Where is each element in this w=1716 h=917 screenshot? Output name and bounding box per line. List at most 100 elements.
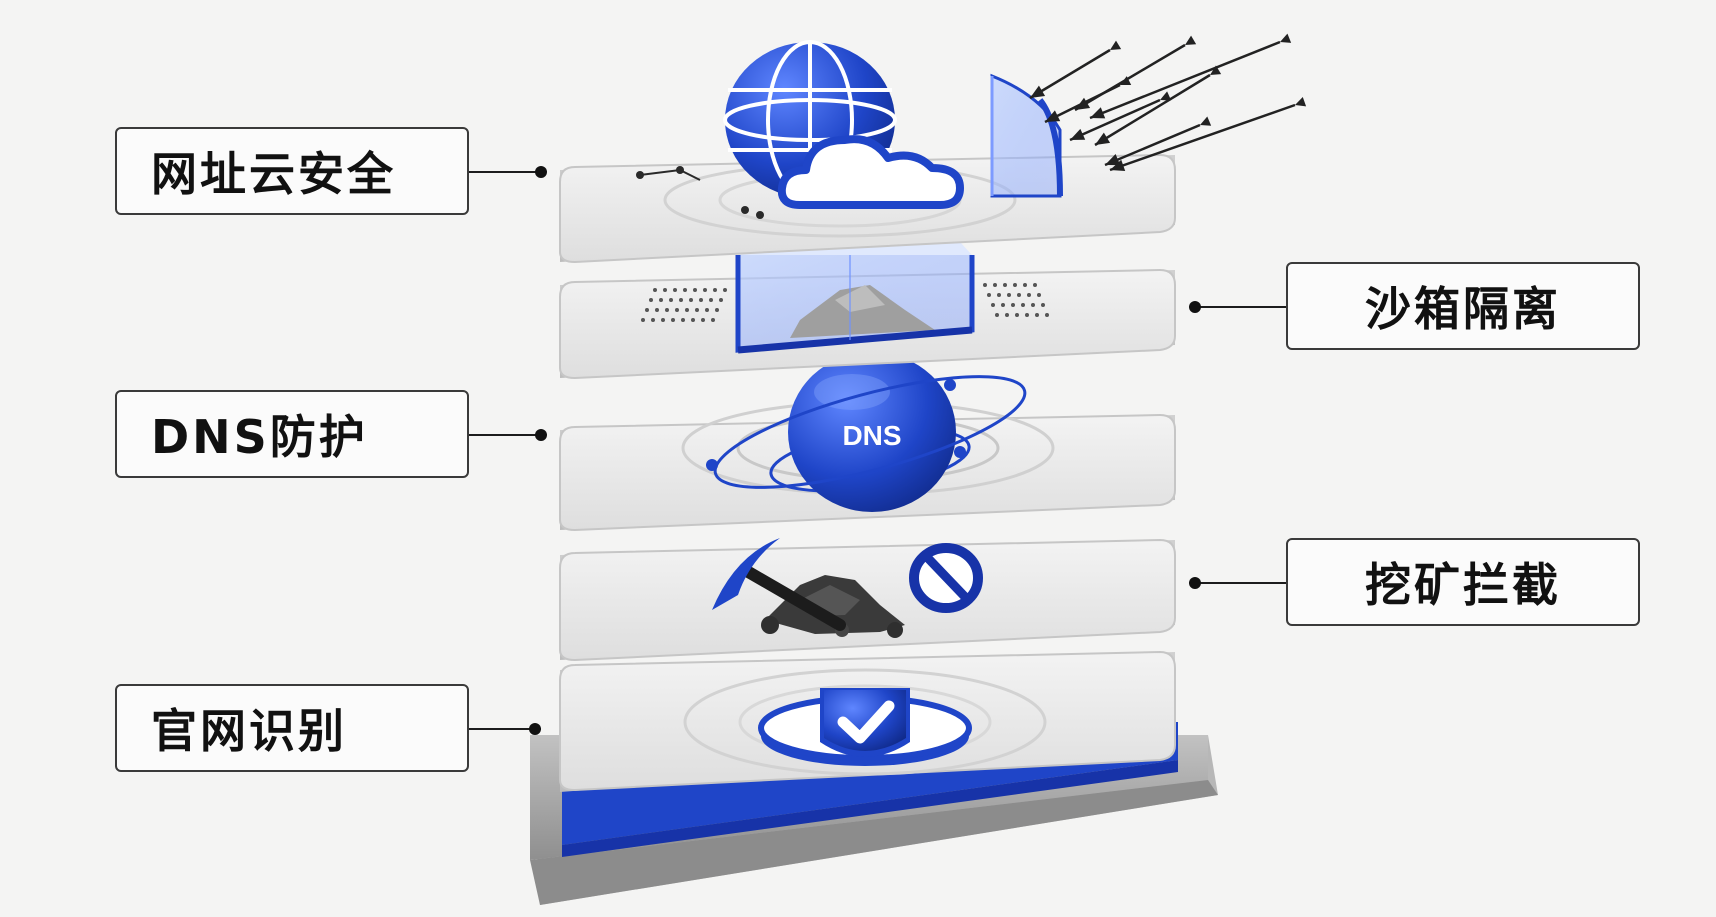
grid-dot	[713, 288, 717, 292]
attack-arrow-shaft	[1069, 98, 1161, 142]
grid-dot	[723, 288, 727, 292]
leader-line-official-site-recognition	[469, 728, 541, 730]
cloud-icon	[777, 135, 964, 209]
prohibited-sign-icon	[909, 543, 983, 613]
grid-dot	[711, 318, 715, 322]
leader-dot-mining-block	[1189, 577, 1201, 589]
grid-dot	[715, 308, 719, 312]
grid-dot	[997, 293, 1001, 297]
layer-label-mining-block: 挖矿拦截	[1286, 538, 1640, 626]
grid-dot	[993, 283, 997, 287]
sandbox-glass-box-icon	[735, 242, 975, 354]
grid-dot	[641, 318, 645, 322]
leader-line-sandbox-isolation	[1194, 306, 1286, 308]
grid-dot	[1003, 283, 1007, 287]
leader-line-dns-protection	[469, 434, 541, 436]
grid-dot	[693, 288, 697, 292]
leader-dot-sandbox-isolation	[1189, 301, 1201, 313]
grid-dot	[1035, 313, 1039, 317]
grid-dot	[681, 318, 685, 322]
leader-dot-dns-protection	[535, 429, 547, 441]
attack-arrow-head	[1110, 159, 1126, 172]
grid-dot	[1023, 283, 1027, 287]
leader-line-url-cloud-security	[469, 171, 541, 173]
grid-dot	[983, 283, 987, 287]
grid-dot	[1041, 303, 1045, 307]
grid-dot	[663, 288, 667, 292]
grid-dot	[1005, 313, 1009, 317]
grid-dot	[659, 298, 663, 302]
grid-dot	[995, 313, 999, 317]
attack-arrow-fletching	[1120, 76, 1132, 86]
shield-check-icon	[820, 688, 910, 757]
attack-arrow-fletching	[1110, 40, 1122, 50]
attack-arrow-fletching	[1200, 116, 1212, 126]
leader-dot-official-site-recognition	[529, 723, 541, 735]
grid-dot	[1011, 303, 1015, 307]
grid-dot	[655, 308, 659, 312]
grid-dot	[661, 318, 665, 322]
grid-dot	[701, 318, 705, 322]
layer-label-sandbox-isolation: 沙箱隔离	[1286, 262, 1640, 350]
pickaxe-icon	[712, 538, 846, 631]
attack-arrow-fletching	[1160, 91, 1172, 101]
grid-dot	[695, 308, 699, 312]
layer-label-official-site-recognition: 官网识别	[115, 684, 469, 772]
grid-dot	[651, 318, 655, 322]
attack-arrow-fletching	[1280, 33, 1292, 43]
grid-dot	[665, 308, 669, 312]
grid-dot	[719, 298, 723, 302]
attack-arrow-fletching	[1210, 65, 1222, 75]
attack-arrow-fletching	[1185, 35, 1197, 45]
grid-dot	[709, 298, 713, 302]
grid-dot	[1033, 283, 1037, 287]
grid-dot	[671, 318, 675, 322]
attack-arrow-shaft	[1089, 40, 1281, 120]
grid-dot	[1001, 303, 1005, 307]
grid-dot	[691, 318, 695, 322]
grid-dot	[669, 298, 673, 302]
grid-dot	[1017, 293, 1021, 297]
attack-arrow-head	[1045, 110, 1061, 122]
grid-dot	[1007, 293, 1011, 297]
leader-dot-url-cloud-security	[535, 166, 547, 178]
grid-dot	[991, 303, 995, 307]
grid-dot	[705, 308, 709, 312]
layer-label-url-cloud-security: 网址云安全	[115, 127, 469, 215]
dns-globe-icon: DNS	[706, 352, 1027, 512]
grid-dot	[673, 288, 677, 292]
attack-arrow-head	[1090, 107, 1106, 119]
glass-shield-wall-icon	[990, 73, 1063, 198]
attack-arrow-shaft	[1029, 48, 1111, 100]
grid-dot	[699, 298, 703, 302]
grid-dot	[645, 308, 649, 312]
grid-dot	[1025, 313, 1029, 317]
dns-globe-label: DNS	[842, 420, 901, 451]
grid-dot	[1031, 303, 1035, 307]
grid-dot	[685, 308, 689, 312]
grid-dot	[1045, 313, 1049, 317]
grid-dot	[653, 288, 657, 292]
grid-dot	[703, 288, 707, 292]
grid-dot	[1021, 303, 1025, 307]
grid-dot	[689, 298, 693, 302]
grid-dot	[1027, 293, 1031, 297]
grid-dot	[987, 293, 991, 297]
leader-line-mining-block	[1194, 582, 1286, 584]
grid-dot	[649, 298, 653, 302]
dot-grid-pattern	[641, 283, 1049, 322]
attack-arrow-shaft	[1109, 103, 1296, 172]
attack-arrow-shaft	[1104, 123, 1201, 167]
grid-dot	[683, 288, 687, 292]
grid-dot	[1013, 283, 1017, 287]
attack-arrow-head	[1105, 154, 1121, 166]
grid-dot	[675, 308, 679, 312]
incoming-attack-arrows	[1029, 33, 1307, 172]
grid-dot	[1037, 293, 1041, 297]
layer-label-dns-protection: DNS防护	[115, 390, 469, 478]
grid-dot	[1015, 313, 1019, 317]
attack-arrow-head	[1095, 132, 1111, 145]
grid-dot	[679, 298, 683, 302]
